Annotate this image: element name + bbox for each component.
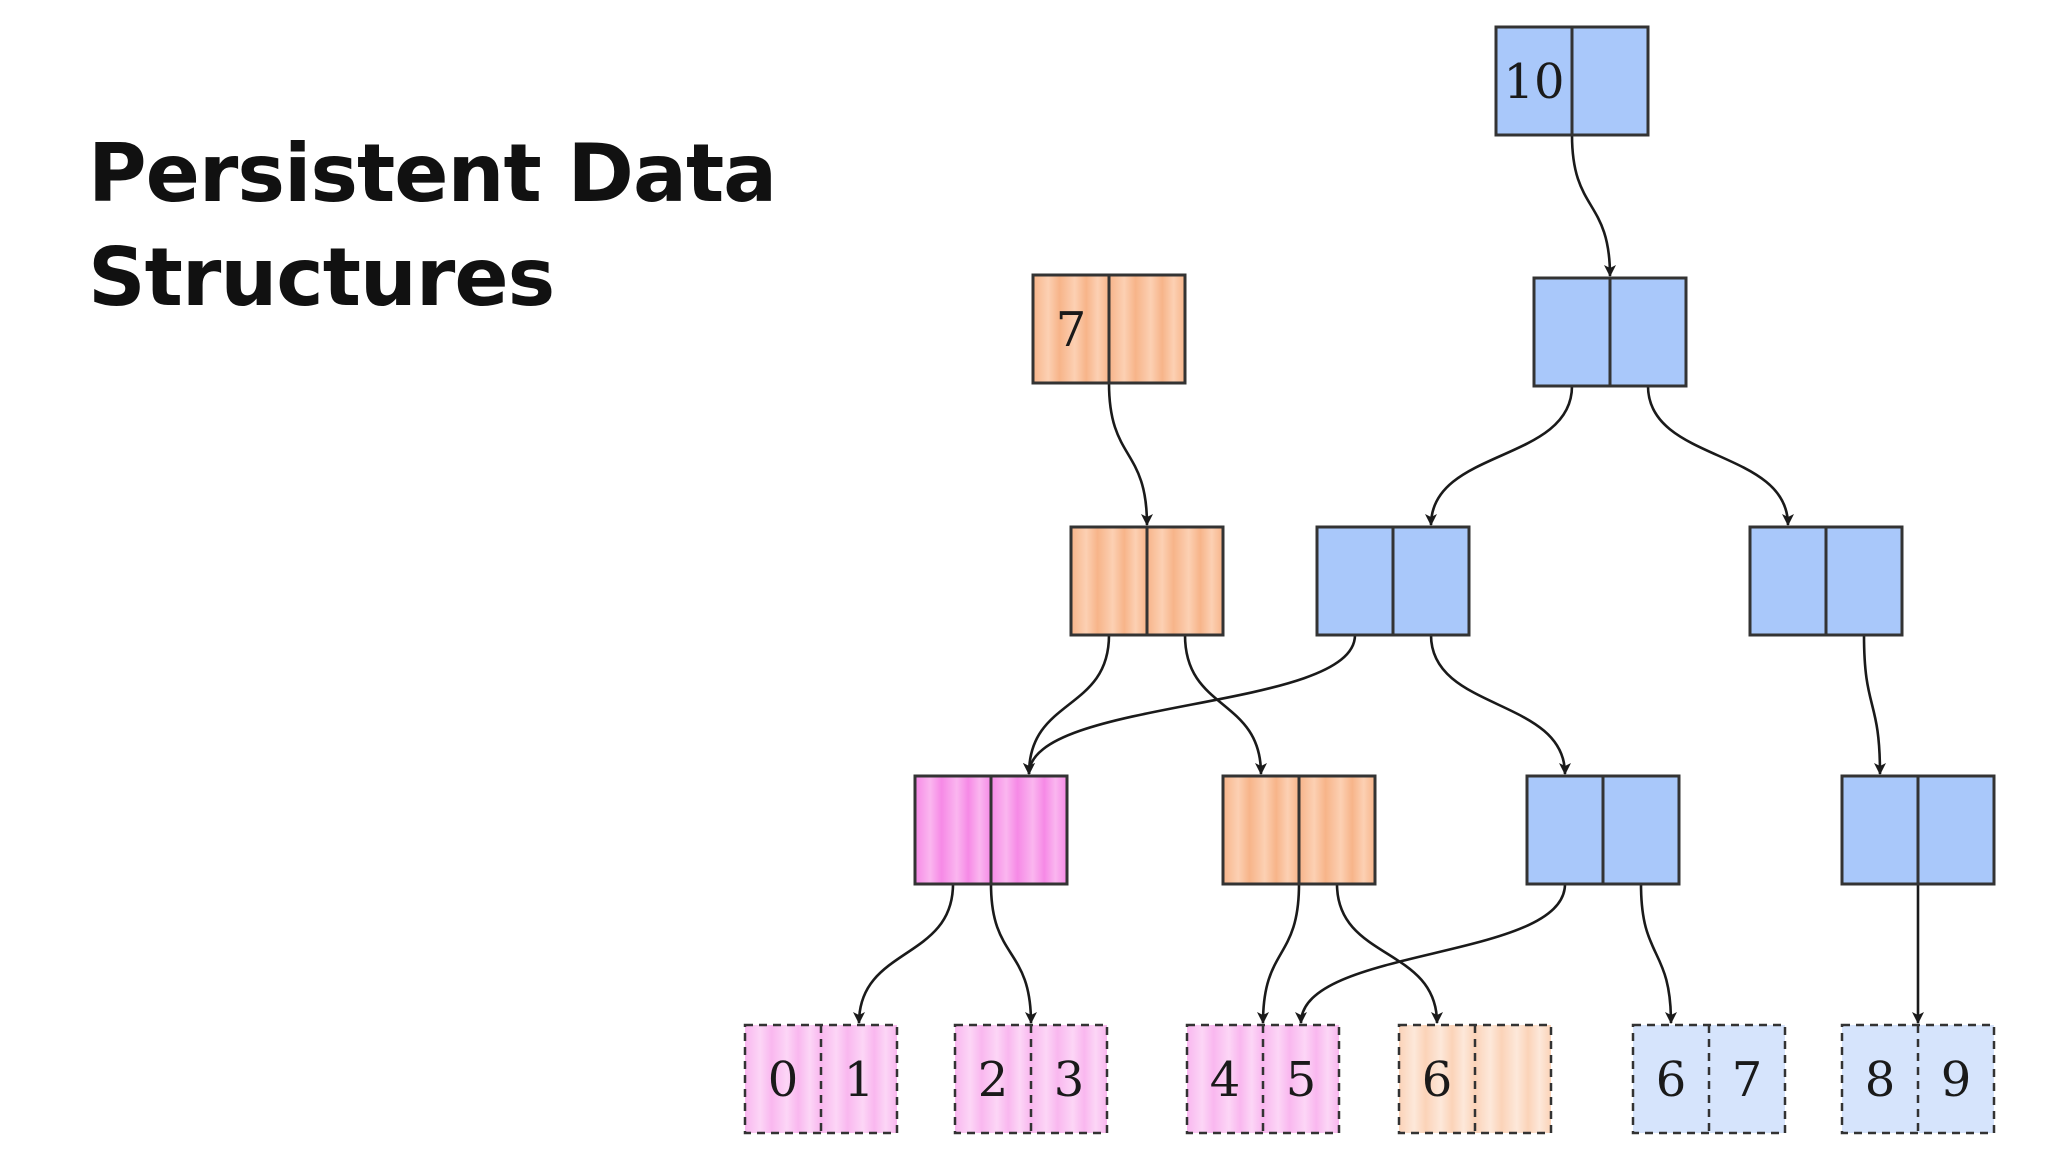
node-cell-label: 2 bbox=[978, 1052, 1009, 1108]
node-orange-l2 bbox=[1069, 525, 1225, 637]
node-cell-label: 9 bbox=[1941, 1052, 1972, 1108]
edge-pink-l3-to-leaf-23 bbox=[989, 883, 1037, 1024]
node-cell-label: 3 bbox=[1054, 1052, 1085, 1108]
node-blue-l1 bbox=[1532, 276, 1688, 388]
node-cell bbox=[1147, 527, 1223, 635]
slide-title: Persistent Data Structures bbox=[88, 122, 777, 330]
node-cell bbox=[1187, 1025, 1263, 1133]
node-cell-label: 6 bbox=[1656, 1052, 1687, 1108]
node-cell bbox=[1603, 776, 1679, 884]
node-root-7: 7 bbox=[1031, 273, 1187, 385]
node-cell bbox=[1527, 776, 1603, 884]
node-cell-label: 1 bbox=[844, 1052, 875, 1108]
node-pink-l3 bbox=[913, 774, 1069, 886]
node-cell-label: 10 bbox=[1503, 54, 1564, 110]
node-cell bbox=[745, 1025, 821, 1133]
node-cell-label: 0 bbox=[768, 1052, 799, 1108]
node-cell bbox=[1709, 1025, 1785, 1133]
node-blue-l3-a bbox=[1525, 774, 1681, 886]
node-cell bbox=[1299, 776, 1375, 884]
node-leaf-6: 6 bbox=[1397, 1023, 1553, 1135]
edge-blue-l2-left-to-pink-l3 bbox=[1023, 634, 1357, 775]
node-cell bbox=[1223, 776, 1299, 884]
node-cell bbox=[821, 1025, 897, 1133]
edge-root-10-to-blue-l1 bbox=[1570, 134, 1616, 277]
node-blue-l3-b bbox=[1840, 774, 1996, 886]
edge-blue-l1-to-blue-l2-right bbox=[1646, 385, 1794, 526]
node-cell-label: 4 bbox=[1210, 1052, 1241, 1108]
node-cell-label: 7 bbox=[1056, 302, 1087, 358]
edge-blue-l2-right-to-blue-l3-b bbox=[1862, 634, 1886, 775]
edge-blue-l3-a-to-leaf-67 bbox=[1639, 883, 1677, 1024]
node-cell bbox=[1633, 1025, 1709, 1133]
node-root-10: 10 bbox=[1494, 25, 1650, 137]
edge-blue-l2-left-to-blue-l3-a bbox=[1429, 634, 1571, 775]
node-cell bbox=[1496, 27, 1572, 135]
node-cell bbox=[1263, 1025, 1339, 1133]
edge-root-7-to-orange-l2 bbox=[1107, 382, 1153, 526]
node-cell bbox=[1475, 1025, 1551, 1133]
node-cell bbox=[1109, 275, 1185, 383]
node-cell bbox=[1918, 1025, 1994, 1133]
edge-orange-l2-to-pink-l3 bbox=[1023, 634, 1111, 775]
edges-layer bbox=[853, 134, 1924, 1024]
node-blue-l2-left bbox=[1315, 525, 1471, 637]
node-cell bbox=[1033, 275, 1109, 383]
node-cell bbox=[1842, 1025, 1918, 1133]
node-cell bbox=[1610, 278, 1686, 386]
node-cell bbox=[1317, 527, 1393, 635]
edge-orange-l2-to-orange-l3 bbox=[1183, 634, 1267, 775]
node-cell bbox=[1071, 527, 1147, 635]
node-cell bbox=[1393, 527, 1469, 635]
node-cell bbox=[1918, 776, 1994, 884]
node-cell bbox=[1572, 27, 1648, 135]
node-cell-label: 6 bbox=[1422, 1052, 1453, 1108]
node-orange-l3 bbox=[1221, 774, 1377, 886]
node-cell bbox=[1750, 527, 1826, 635]
node-cell bbox=[915, 776, 991, 884]
node-blue-l2-right bbox=[1748, 525, 1904, 637]
slide-title-line-1: Persistent Data bbox=[88, 127, 777, 220]
node-cell bbox=[1842, 776, 1918, 884]
slide-title-line-2: Structures bbox=[88, 231, 555, 324]
node-cell bbox=[1031, 1025, 1107, 1133]
edge-orange-l3-to-leaf-6 bbox=[1335, 883, 1443, 1024]
node-cell-label: 5 bbox=[1286, 1052, 1317, 1108]
node-cell-label: 8 bbox=[1865, 1052, 1896, 1108]
node-cell bbox=[991, 776, 1067, 884]
edge-pink-l3-to-leaf-01 bbox=[853, 883, 955, 1024]
node-cell bbox=[1534, 278, 1610, 386]
edge-orange-l3-to-leaf-45 bbox=[1257, 883, 1301, 1024]
edge-blue-l3-a-to-leaf-45 bbox=[1295, 883, 1567, 1024]
node-cell bbox=[1399, 1025, 1475, 1133]
node-cell bbox=[1826, 527, 1902, 635]
edge-blue-l1-to-blue-l2-left bbox=[1425, 385, 1574, 526]
node-cell-label: 7 bbox=[1732, 1052, 1763, 1108]
node-cell bbox=[955, 1025, 1031, 1133]
